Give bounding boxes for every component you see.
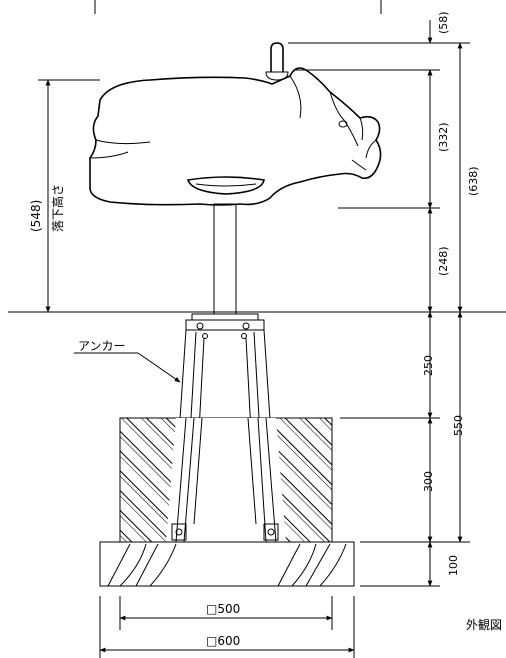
handle <box>270 42 284 72</box>
dim-base-slab: 100 <box>447 555 460 576</box>
support-post <box>213 203 237 315</box>
foundation-concrete <box>119 417 333 543</box>
dim-width-outer: □600 <box>206 634 240 648</box>
upper-dimension-chain: (58) (332) (248) (638) <box>288 11 480 313</box>
lower-dimension-chain: 250 300 550 100 <box>340 311 470 587</box>
drop-height-dimension: (548) 落下高さ <box>29 79 100 313</box>
dim-seat-height: (248) <box>437 246 450 276</box>
dim-post-above-foundation: 250 <box>422 355 435 376</box>
dim-body-height: (332) <box>437 122 450 152</box>
drop-height-text: 落下高さ <box>50 184 65 232</box>
anchor-callout: アンカー <box>74 339 181 383</box>
ride-body <box>89 42 382 206</box>
dim-foundation-depth: 300 <box>422 471 435 492</box>
drop-height-value: (548) <box>29 200 43 232</box>
seat <box>186 176 265 195</box>
base-slab <box>99 541 355 587</box>
dim-overall-height: (638) <box>467 166 480 196</box>
body-outline <box>89 67 382 206</box>
exterior-view-caption: 外観図 <box>466 618 502 632</box>
dim-handle-top: (58) <box>437 11 450 34</box>
width-dimensions: □500 □600 <box>99 596 355 658</box>
anchor-label: アンカー <box>78 339 126 353</box>
dim-embed-total: 550 <box>452 415 465 436</box>
dim-width-inner: □500 <box>206 602 240 616</box>
